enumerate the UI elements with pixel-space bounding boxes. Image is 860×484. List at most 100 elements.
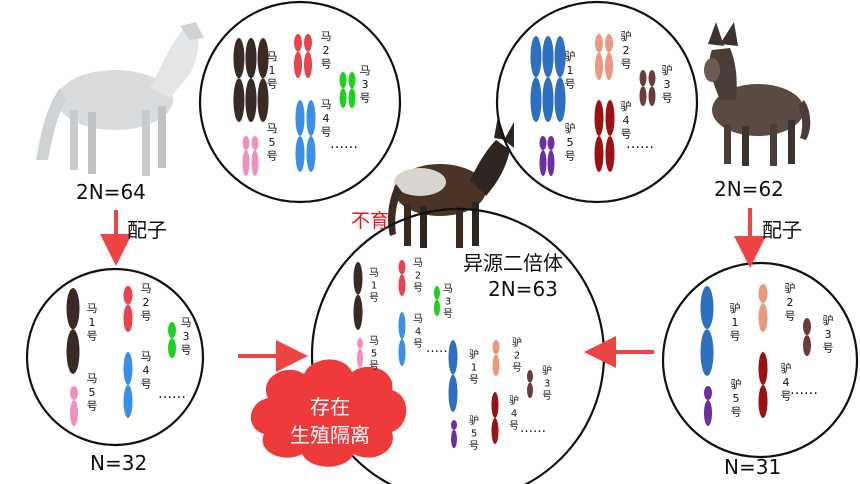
donkey-gamete-chr2-label-0: 驴 [785,281,796,295]
hybrid-horse-chr2-label-2: 号 [413,282,423,294]
horse-gamete-circle [25,267,205,447]
donkey-gamete-ellipsis: …… [790,382,818,398]
horse-ploidy-label: 2N=64 [76,180,146,204]
hybrid-donkey-chr5 [451,420,457,448]
hybrid-donkey-chr2-arm-p [492,340,500,355]
horse-chr3-a-arm-q [339,88,347,108]
horse-chr2-b-arm-q [304,51,312,78]
hybrid-horse-chr3-label-2: 号 [443,308,453,320]
donkey-chr1-a-chromatid-a-arm-q [530,77,542,122]
donkey-chr5-b-arm-q [547,150,555,176]
hybrid-donkey-chr4-label-0: 驴 [509,394,519,407]
hybrid-donkey-chr5-label-0: 驴 [469,414,479,427]
horse-chr4-a-arm-q [295,136,305,172]
hybrid-donkey-chr4-arm-q [491,418,499,444]
hybrid-horse-chr1-label-1: 1 [371,281,377,292]
donkey-gamete-chr4-arm-q [758,385,768,418]
gamete-label-right: 配子 [762,218,802,242]
hybrid-horse-ellipsis: …… [426,341,452,356]
hybrid-horse-chr2-arm-q [398,274,406,297]
hybrid-donkey-chr3 [527,370,533,398]
hybrid-donkey-chr3-arm-q [527,382,533,398]
sterile-label: 不育 [351,210,389,232]
donkey-chr4-a-arm-p [594,100,604,136]
donkey-gamete-chr1-arm-q [700,329,714,376]
donkey-chr3-a-arm-q [639,86,647,106]
horse-gamete-chr4-label-1: 4 [143,364,150,377]
donkey-cell-chr4-label-2: 号 [621,128,632,141]
donkey-chr5-b-arm-p [547,136,555,150]
donkey-gamete-chr2-label-1: 2 [787,296,794,309]
horse-chr5-b [251,136,259,176]
horse-gamete-chr1-label-2: 号 [87,330,98,343]
donkey-cell-chr1-label-2: 号 [565,78,576,91]
horse-chr5-b-arm-p [251,136,259,150]
donkey-gamete-chr1-label-2: 号 [730,330,741,343]
hybrid-horse-chr5-label-1: 5 [371,349,377,360]
horse-gamete-chr1-label-0: 马 [87,302,98,315]
horse-cell-chr3-label-1: 3 [362,78,369,91]
donkey-cell-chr3-label-0: 驴 [662,63,673,77]
donkey-ploidy-label: 2N=62 [714,177,784,201]
donkey-chr1-b [542,36,566,122]
horse-gamete-chr3-arm-q [168,338,176,358]
donkey-gamete-n-label: N=31 [724,455,781,479]
hybrid-donkey-chr5-arm-q [451,429,457,448]
donkey-gamete-chr3-label-2: 号 [823,342,834,355]
hybrid-horse-chr1-arm-p [353,262,363,295]
horse-gamete-chr4-label-2: 号 [141,378,152,391]
hybrid-horse-chr3-arm-p [434,286,440,300]
horse-gamete-chr3 [168,322,176,358]
hybrid-donkey-chr1-label-0: 驴 [469,348,479,361]
donkey-gamete-chr3 [803,318,811,356]
horse-cell-chr3-label-2: 号 [360,92,371,105]
horse-cell-chr4-label-0: 马 [321,98,332,111]
horse-gamete-chr3-label-0: 马 [181,316,192,329]
horse-gamete-chr4-arm-q [123,385,133,418]
hybrid-donkey-ellipsis: …… [520,421,546,436]
hybrid-horse-chr5-arm-q [357,348,363,368]
donkey-gamete-chr5-label-0: 驴 [731,377,742,391]
donkey-cell-chr3-label-1: 3 [664,78,671,91]
donkey-cell-chr5-label-1: 5 [567,136,574,149]
hybrid-donkey-chr1 [448,340,458,412]
hybrid-horse-chr2-arm-p [398,260,406,275]
horse-chr5-a [242,136,250,176]
horse-gamete-chr5-label-0: 马 [87,372,98,385]
horse-cell-ellipsis: …… [330,136,358,152]
horse-gamete-chr5-arm-q [70,400,78,426]
horse-chr3-b-arm-q [348,88,356,108]
hybrid-donkey-chr2 [492,340,500,377]
hybrid-donkey-chr2-label-0: 驴 [512,336,522,349]
horse-gamete-chr1-arm-q [66,329,80,375]
horse-chr5-a-arm-q [242,150,250,176]
donkey-gamete-chr3-arm-q [803,335,811,356]
hybrid-horse-chr3-label-0: 马 [443,283,453,295]
hybrid-donkey-chr4-label-1: 4 [511,409,517,420]
donkey-chr2-b-arm-p [605,34,613,53]
horse-chr5-a-arm-p [242,136,250,150]
hybrid-horse-chr3-label-1: 3 [445,297,451,308]
hybrid-donkey-chr1-arm-p [448,340,458,375]
donkey-cell-chr2-label-0: 驴 [621,29,632,43]
donkey-gamete-chr2-arm-p [758,284,768,304]
cloud-text-line1: 存在 [310,395,350,419]
donkey-chr3-b [648,70,656,106]
donkey-gamete-chr1-arm-p [700,286,714,330]
donkey-chr1-b-chromatid-a-arm-p [542,36,554,78]
donkey-cell-chr5-label-2: 号 [565,150,576,163]
donkey-cell-chr2-label-1: 2 [623,44,630,57]
hybrid-donkey-chr1-label-2: 号 [469,374,479,386]
donkey-chr4-a [594,100,604,172]
horse-gamete-n-label: N=32 [90,451,147,475]
horse-chr1-b [245,38,269,123]
hybrid-horse-chr5-label-2: 号 [369,360,379,372]
donkey-cell-ellipsis: …… [626,136,654,152]
horse-chr4-b-arm-p [306,100,316,136]
donkey-gamete-chr1-label-1: 1 [732,316,739,329]
horse-cell-chr1-label-0: 马 [267,50,278,63]
donkey-gamete-chr1 [700,286,714,376]
donkey-chr2-a-arm-q [595,52,603,80]
hybrid-donkey-chr1-label-1: 1 [471,363,477,374]
donkey-chr4-b [605,100,615,172]
